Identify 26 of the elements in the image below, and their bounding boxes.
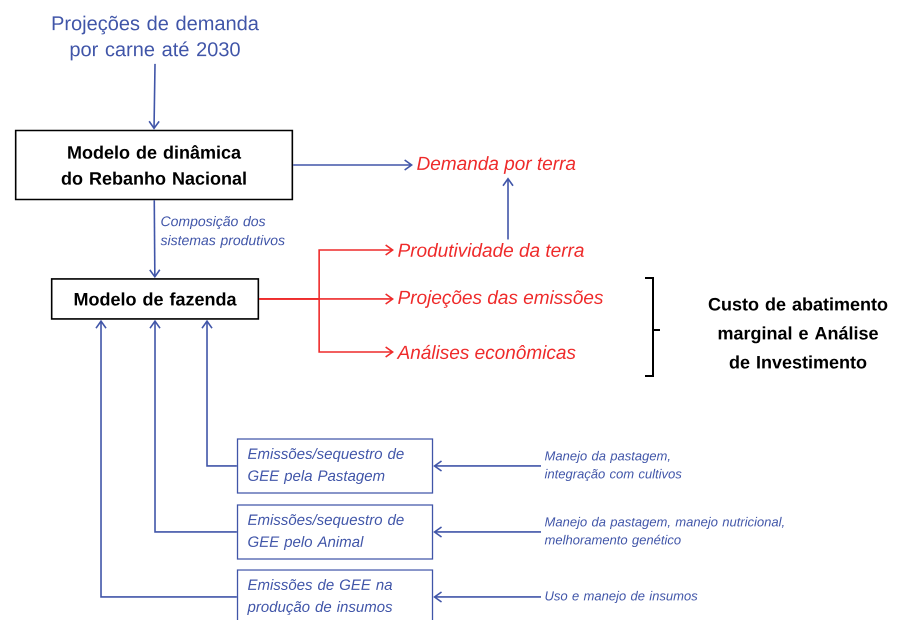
arrow: [433, 460, 541, 472]
arrow: [149, 200, 160, 278]
arrow: [433, 591, 541, 603]
model-box: Modelo de dinâmica do Rebanho Nacional: [14, 130, 294, 200]
model-box: Modelo de fazenda: [50, 278, 260, 320]
text: Uso e manejo de insumos: [546, 590, 698, 604]
edge-label: Composição dos sistemas produtivos: [160, 216, 285, 248]
text: Projeções das emissões: [398, 290, 604, 308]
arrow: [201, 320, 237, 467]
input-box: Emissões de GEE na produção de insumos: [236, 569, 434, 620]
input-box: Emissões/sequestro de GEE pela Pastagem: [236, 438, 434, 494]
arrow: [433, 526, 541, 538]
text: Manejo da pastagem, manejo nutricional, melhoramento genético: [544, 516, 784, 548]
arrow: [149, 320, 237, 533]
text: Manejo da pastagem, integração com cultivos: [544, 450, 682, 482]
note: Custo de abatimento marginal e Análise de Investimento: [708, 297, 888, 369]
arrow: [259, 298, 394, 358]
arrow: [148, 64, 160, 130]
text: Análises econômicas: [396, 344, 576, 360]
arrow: [502, 177, 514, 240]
arrow: [293, 159, 413, 171]
arrow: [95, 320, 237, 598]
input-box: Emissões/sequestro de GEE pelo Animal: [236, 504, 434, 560]
text: Produtividade da terra: [398, 243, 584, 257]
text: Demanda por terra: [417, 156, 576, 174]
text: Projeções de demanda por carne até 2030: [52, 16, 259, 60]
